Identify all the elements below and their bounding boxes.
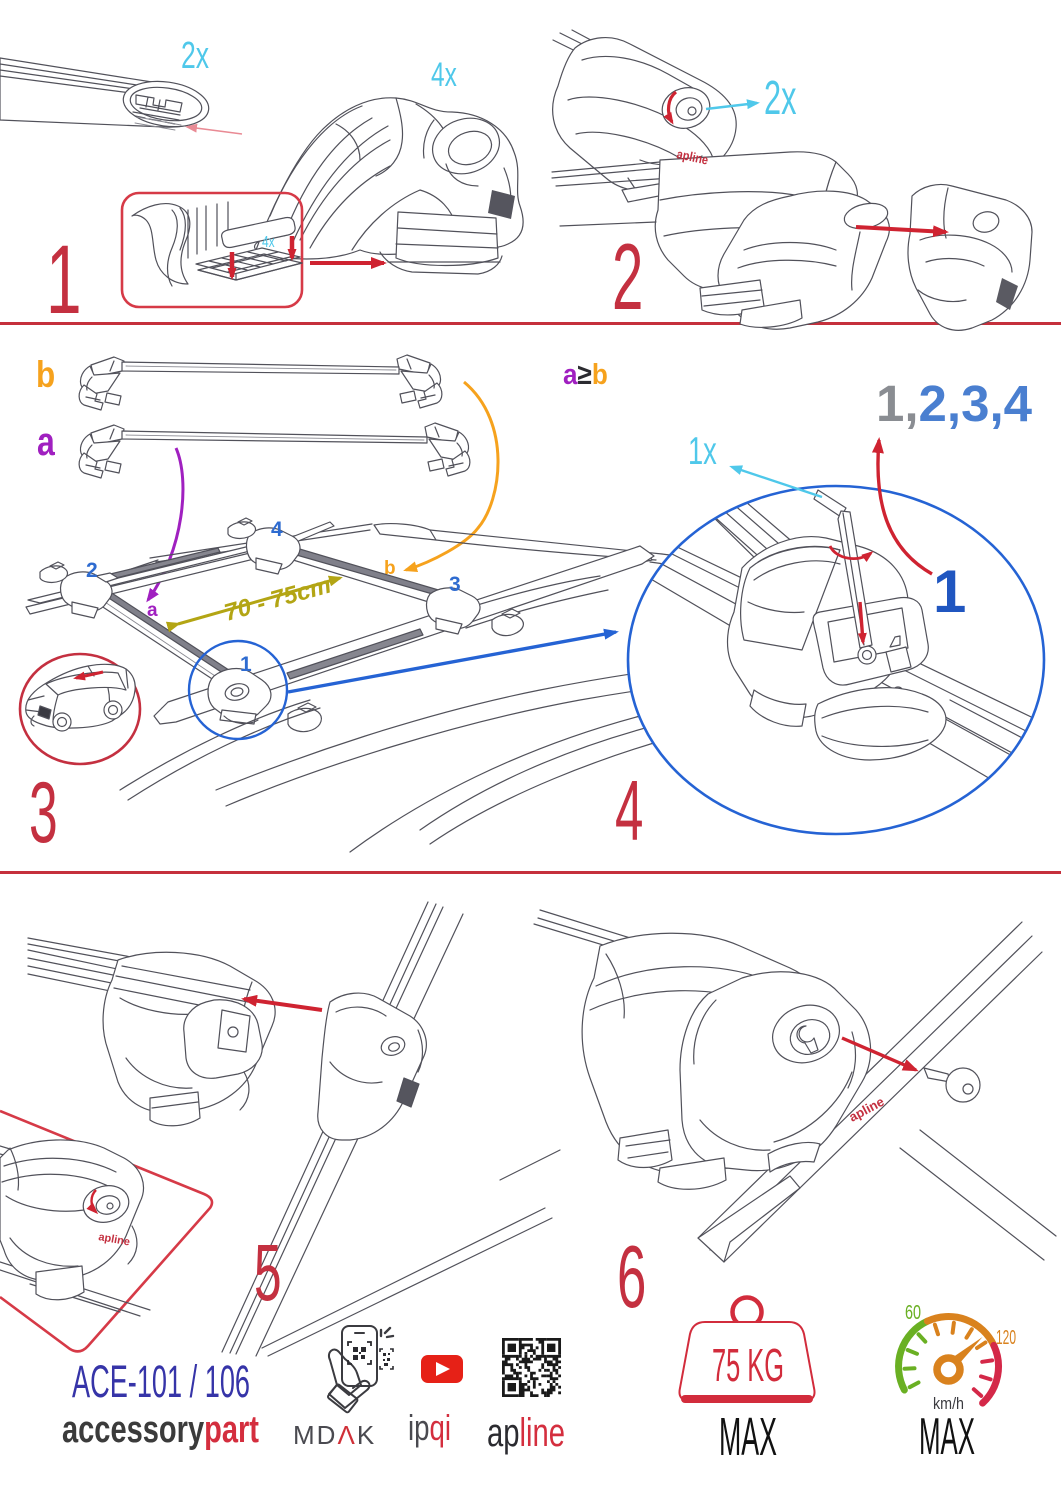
svg-text:2x: 2x [764,71,796,125]
svg-text:5: 5 [254,1229,282,1318]
svg-text:1,2,3,4: 1,2,3,4 [876,375,1033,432]
svg-text:apline: apline [675,146,710,167]
svg-text:60: 60 [905,1302,921,1324]
svg-text:a: a [147,600,158,621]
svg-text:MAX: MAX [919,1408,975,1466]
svg-text:1: 1 [240,653,252,676]
svg-text:b: b [384,558,396,579]
svg-text:75 KG: 75 KG [712,1339,784,1391]
svg-text:1x: 1x [688,430,717,473]
svg-text:2x: 2x [181,33,210,76]
svg-text:a≥b: a≥b [563,358,608,391]
svg-text:ipqi: ipqi [408,1407,451,1448]
svg-text:apline: apline [487,1411,565,1455]
svg-text:4: 4 [615,764,643,859]
svg-text:accessorypart: accessorypart [62,1409,259,1451]
svg-text:4x: 4x [431,56,457,94]
svg-text:1: 1 [46,227,82,334]
svg-text:MAX: MAX [719,1407,777,1467]
svg-text:2: 2 [86,559,98,582]
svg-text:apline: apline [97,1231,130,1248]
svg-text:MDΛK: MDΛK [293,1420,376,1450]
svg-text:3: 3 [449,573,461,596]
svg-text:1: 1 [933,558,966,625]
svg-text:2: 2 [612,225,643,329]
svg-text:a: a [37,419,56,464]
svg-text:km/h: km/h [933,1394,964,1413]
svg-text:4x: 4x [262,232,275,250]
svg-text:b: b [36,355,55,396]
svg-text:6: 6 [617,1228,646,1326]
svg-text:4: 4 [271,518,283,541]
svg-text:120: 120 [996,1327,1016,1349]
svg-text:3: 3 [29,766,58,862]
svg-text:ACE-101 / 106: ACE-101 / 106 [72,1356,250,1407]
